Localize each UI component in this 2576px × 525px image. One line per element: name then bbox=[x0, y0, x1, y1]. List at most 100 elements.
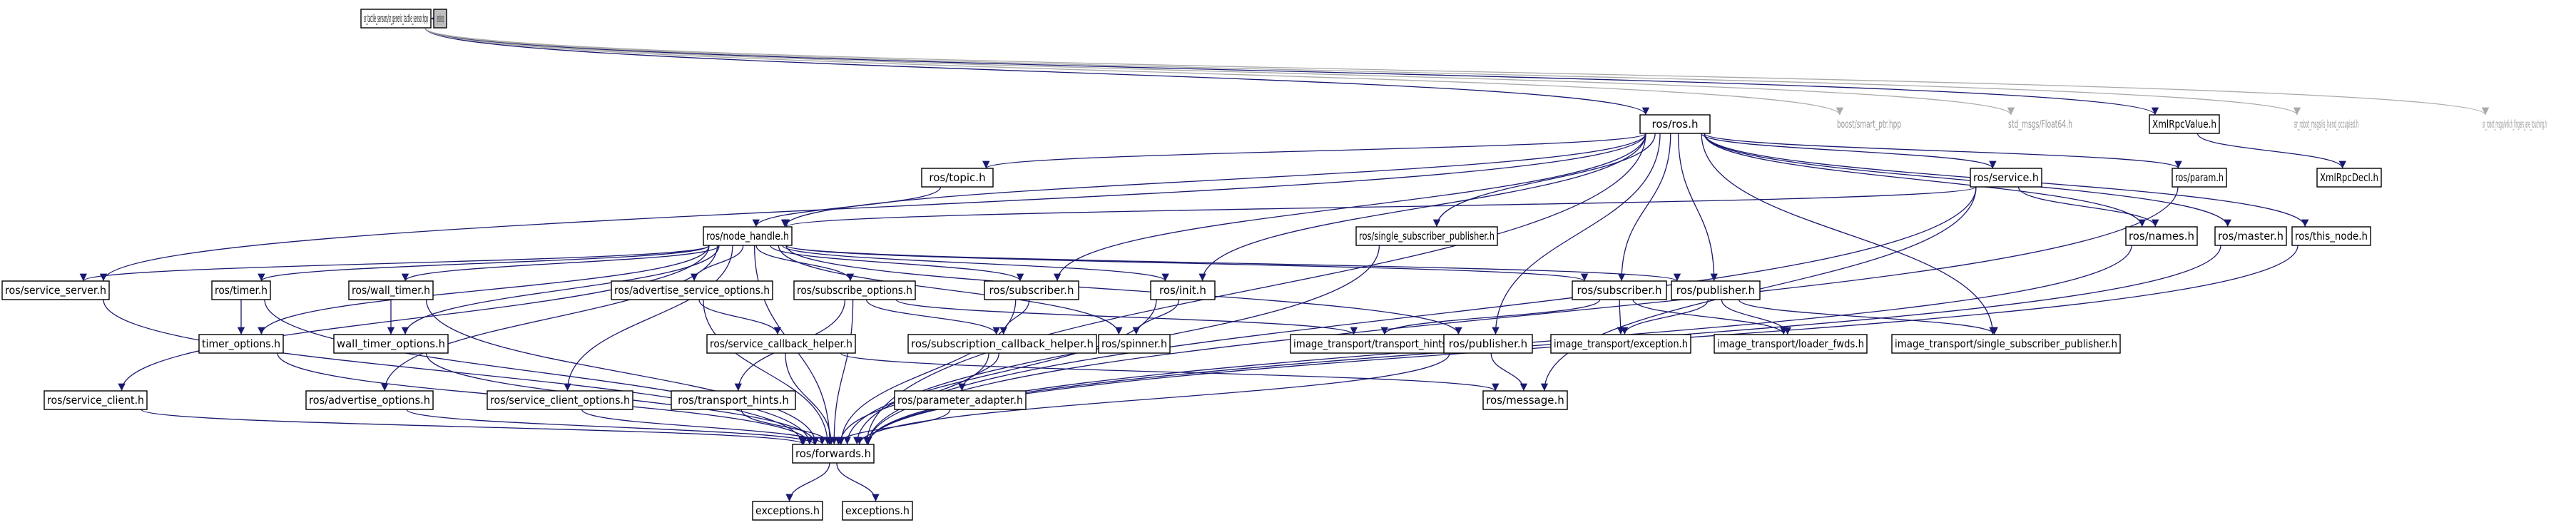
edge-nodehandle-to-subopts bbox=[755, 245, 855, 282]
node-names[interactable]: ros/names.h bbox=[2125, 226, 2198, 246]
node-subscriberB[interactable]: ros/subscriber.h bbox=[1572, 280, 1667, 300]
node-message[interactable]: ros/message.h bbox=[1482, 390, 1568, 410]
edge-nodehandle-to-publisherB bbox=[785, 245, 1462, 335]
edge-ros-to-names bbox=[1704, 133, 2146, 228]
edge-ros-to-param bbox=[1704, 133, 2182, 169]
edge-advsrvopts-to-forwards bbox=[703, 299, 832, 445]
node-label: ros/transport_hints.h bbox=[678, 394, 789, 407]
node-advsrvopts[interactable]: ros/advertise_service_options.h bbox=[611, 280, 773, 300]
node-label: ros/publisher.h bbox=[1676, 284, 1755, 297]
node-srvclient[interactable]: ros/service_client.h bbox=[44, 390, 148, 410]
node-box bbox=[2291, 226, 2371, 246]
node-label: sr_generic_tactile_sensor.cpp bbox=[437, 12, 444, 26]
node-spinner[interactable]: ros/spinner.h bbox=[1098, 334, 1171, 354]
node-publisherA[interactable]: ros/publisher.h bbox=[1671, 280, 1761, 300]
edge-nodehandle-to-srvclientopts bbox=[564, 245, 733, 392]
edge-ros-to-publisherA bbox=[1677, 133, 1718, 282]
node-label: XmlRpcDecl.h bbox=[2320, 171, 2378, 184]
node-ros[interactable]: ros/ros.h bbox=[1639, 114, 1711, 134]
edge-nodehandle-to-timeropts bbox=[258, 245, 710, 335]
node-nodehandle[interactable]: ros/node_handle.h bbox=[703, 226, 793, 246]
node-publisherB[interactable]: ros/publisher.h bbox=[1443, 334, 1533, 354]
edge-service-to-forwards bbox=[864, 186, 1977, 445]
edge-nodehandle-to-spinner bbox=[778, 245, 1123, 335]
node-label: image_transport/exception.h bbox=[1554, 337, 1688, 351]
node-walltimer[interactable]: ros/wall_timer.h bbox=[348, 280, 434, 300]
node-xmlrpcvalue[interactable]: XmlRpcValue.h bbox=[2149, 114, 2220, 134]
node-box bbox=[2316, 168, 2382, 188]
node-label: image_transport/single_subscriber_publis… bbox=[1895, 337, 2117, 351]
node-label: ros/message.h bbox=[1486, 394, 1564, 407]
node-itexception[interactable]: image_transport/exception.h bbox=[1550, 334, 1691, 354]
node-init[interactable]: ros/init.h bbox=[1150, 280, 1216, 300]
node-forwards[interactable]: ros/forwards.h bbox=[792, 444, 875, 464]
node-label: ros/spinner.h bbox=[1101, 337, 1167, 350]
node-box bbox=[2480, 115, 2550, 133]
edge-publisherA-to-itexception bbox=[1621, 299, 1709, 335]
node-master[interactable]: ros/master.h bbox=[2214, 226, 2287, 246]
node-box bbox=[2125, 226, 2198, 246]
node-exceptions2[interactable]: exceptions.h bbox=[842, 501, 913, 521]
edge-ros-to-subscriberB bbox=[1617, 133, 1671, 282]
edge-ros-to-itsinglepub bbox=[1701, 133, 1997, 335]
node-label: std_msgs/Float64.h bbox=[2008, 118, 2072, 131]
node-transporthints[interactable]: ros/transport_hints.h bbox=[671, 390, 796, 410]
node-param[interactable]: ros/param.h bbox=[2172, 168, 2227, 188]
node-label: ros/subscriber.h bbox=[1577, 284, 1662, 297]
node-box bbox=[706, 334, 856, 354]
node-service[interactable]: ros/service.h bbox=[1970, 168, 2042, 188]
edge-subcbhelper-to-paramadapter bbox=[958, 352, 999, 392]
node-walltimeropts[interactable]: wall_timer_options.h bbox=[333, 334, 449, 354]
node-subopts[interactable]: ros/subscribe_options.h bbox=[793, 280, 916, 300]
node-srvserver[interactable]: ros/service_server.h bbox=[1, 280, 110, 300]
node-box bbox=[611, 280, 773, 300]
node-xmlrpcdecl[interactable]: XmlRpcDecl.h bbox=[2316, 168, 2382, 188]
node-exceptions1[interactable]: exceptions.h bbox=[752, 501, 823, 521]
node-box bbox=[333, 334, 449, 354]
nodes-layer: sr_generic_tactile_sensor.cpp sr_tactile_… bbox=[1, 9, 2550, 521]
node-box bbox=[1891, 334, 2121, 354]
edge-subopts-to-forwards bbox=[830, 299, 854, 445]
edge-nodehandle-to-walltimeropts bbox=[401, 245, 720, 335]
node-label: boost/smart_ptr.hpp bbox=[1837, 118, 1901, 131]
node-paramadapter[interactable]: ros/parameter_adapter.h bbox=[894, 390, 1027, 410]
node-box bbox=[198, 334, 284, 354]
edge-nodehandle-to-subscriberA bbox=[770, 245, 1024, 282]
node-root[interactable]: sr_generic_tactile_sensor.cpp bbox=[433, 9, 447, 29]
node-subcbhelper[interactable]: ros/subscription_callback_helper.h bbox=[907, 334, 1097, 354]
edge-ros-to-topic bbox=[982, 133, 1646, 169]
edge-hpp-to-xmlrpcvalue bbox=[424, 27, 2159, 116]
node-singlepub[interactable]: ros/single_subscriber_publisher.h bbox=[1355, 226, 1498, 246]
node-advopts[interactable]: ros/advertise_options.h bbox=[305, 390, 434, 410]
node-timeropts[interactable]: timer_options.h bbox=[198, 334, 284, 354]
node-timer[interactable]: ros/timer.h bbox=[211, 280, 271, 300]
node-label: ros/service_client.h bbox=[47, 394, 144, 407]
edge-srvcbhelper-to-forwards bbox=[785, 352, 835, 445]
node-label: ros/subscribe_options.h bbox=[797, 284, 912, 297]
edge-srvclient-to-forwards bbox=[141, 409, 808, 445]
node-label: sr_robot_msgs/which_fingers_are_touching… bbox=[2483, 118, 2547, 131]
node-box bbox=[433, 9, 447, 29]
node-srvcbhelper[interactable]: ros/service_callback_helper.h bbox=[706, 334, 856, 354]
node-label: ros/names.h bbox=[2129, 230, 2194, 243]
node-box bbox=[2291, 115, 2361, 133]
edge-subscriberB-to-itexception bbox=[1617, 299, 1625, 335]
node-subscriberA[interactable]: ros/subscriber.h bbox=[984, 280, 1079, 300]
edge-srvcbhelper-to-message bbox=[840, 352, 1500, 392]
node-hpp[interactable]: sr_tactile_sensors/sr_generic_tactile_se… bbox=[360, 9, 432, 29]
edge-paramadapter-to-forwards bbox=[834, 409, 951, 445]
node-label: sr_robot_msgs/is_hand_occupied.h bbox=[2294, 118, 2358, 131]
node-itsinglepub[interactable]: image_transport/single_subscriber_publis… bbox=[1891, 334, 2121, 354]
node-thisnode[interactable]: ros/this_node.h bbox=[2291, 226, 2371, 246]
edge-publisherA-to-itsinglepub bbox=[1738, 299, 1998, 335]
node-topic[interactable]: ros/topic.h bbox=[921, 168, 994, 188]
edge-ros-to-nodehandle bbox=[780, 133, 1646, 228]
node-srvclientopts[interactable]: ros/service_client_options.h bbox=[487, 390, 633, 410]
node-loaderfwds[interactable]: image_transport/loader_fwds.h bbox=[1714, 334, 1868, 354]
edge-publisherB-to-message bbox=[1490, 352, 1528, 392]
edge-service-to-nodehandle bbox=[783, 186, 1977, 228]
node-box bbox=[1639, 114, 1711, 134]
edge-nodehandle-to-advopts bbox=[381, 245, 718, 392]
node-hints[interactable]: image_transport/transport_hints.h bbox=[1290, 334, 1460, 354]
node-box bbox=[1, 280, 110, 300]
